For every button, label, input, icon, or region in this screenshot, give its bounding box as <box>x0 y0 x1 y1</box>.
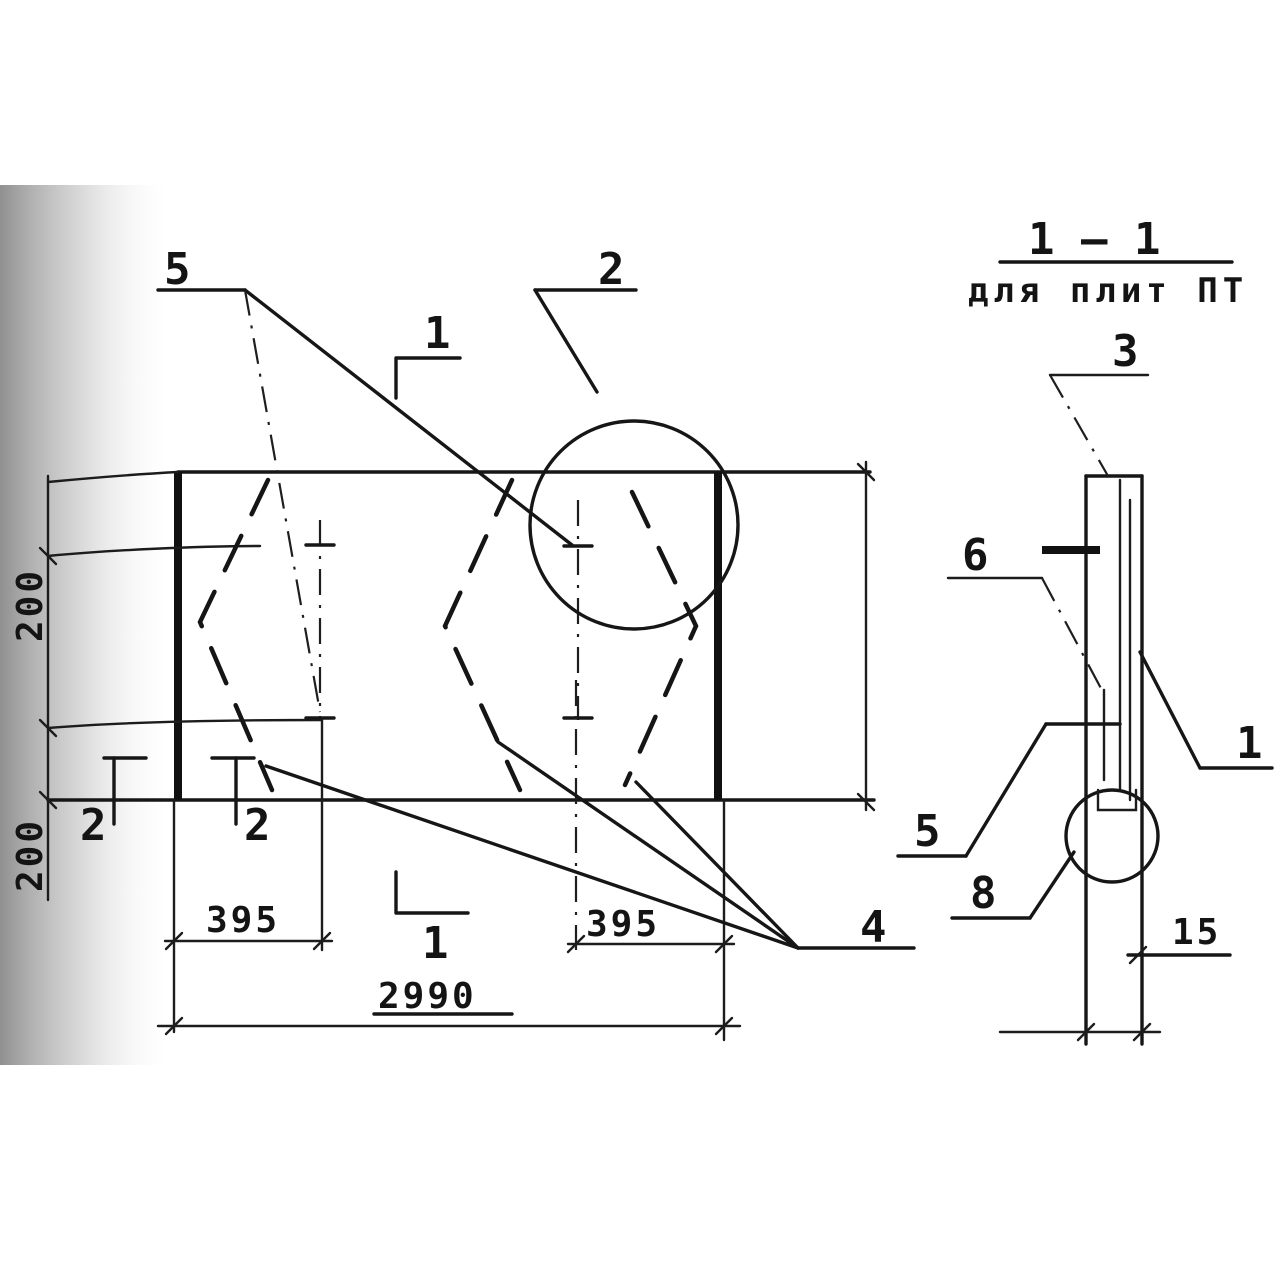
leader-5-a <box>243 288 574 547</box>
leader-6 <box>1041 577 1105 695</box>
dashed-loop-left <box>197 477 275 793</box>
dimension-label-2990: 2990 <box>378 976 477 1017</box>
leader-5-side <box>964 722 1048 858</box>
dimension-tick <box>714 1016 734 1036</box>
section-subtitle: для плит ПТ <box>968 271 1248 311</box>
height-dimension-tick <box>856 462 876 482</box>
callout-4: 4 <box>860 902 887 953</box>
section-cut-1-top <box>394 356 462 400</box>
callout-5-section: 5 <box>914 806 941 857</box>
section-cut-2-label-left: 2 <box>80 800 107 851</box>
callout-8: 8 <box>970 868 997 919</box>
section-hook <box>1096 788 1138 812</box>
dimension-tick <box>1132 1022 1152 1042</box>
height-dimension-tick <box>856 792 876 812</box>
dimension-label-15: 15 <box>1172 912 1221 953</box>
leader-1 <box>1138 650 1202 770</box>
section-cut-label-bottom: 1 <box>422 918 449 969</box>
leader-5-b <box>243 289 322 713</box>
dashed-loop-right <box>622 489 699 788</box>
dimension-tick <box>714 934 734 954</box>
leader-8 <box>1028 850 1076 920</box>
dimension-tick <box>164 1016 184 1036</box>
dimension-label-395-right: 395 <box>586 904 660 945</box>
dimension-label-200-bottom: 200 <box>10 818 51 892</box>
dimension-tick <box>566 934 586 954</box>
dimension-tick <box>1128 945 1148 965</box>
offset-tick <box>38 790 58 810</box>
section-cut-1-bottom <box>394 870 470 915</box>
section-view <box>896 260 1274 1046</box>
dimension-tick <box>164 931 184 951</box>
callout-6: 6 <box>962 530 989 581</box>
callout-5: 5 <box>164 244 191 295</box>
callout-2: 2 <box>598 244 625 295</box>
detail-circle-8 <box>1064 788 1160 884</box>
dashed-loop-center <box>442 477 523 793</box>
extension-line <box>46 718 324 730</box>
extension-line <box>46 470 180 484</box>
leader-2 <box>533 288 599 394</box>
leader-4-c <box>634 780 800 950</box>
dimension-tick <box>312 931 332 951</box>
leader-3 <box>1049 374 1109 477</box>
leader-4-b <box>496 740 800 950</box>
scan-shadow <box>0 185 175 1065</box>
callout-1: 1 <box>1236 718 1263 769</box>
section-title: 1 — 1 <box>1028 214 1160 265</box>
section-cut-label-top: 1 <box>424 308 451 359</box>
dimension-label-200-top: 200 <box>10 568 51 642</box>
dimension-label-395-left: 395 <box>206 900 280 941</box>
detail-circle-2 <box>528 419 740 631</box>
section-cut-2-label-right: 2 <box>244 800 271 851</box>
offset-tick <box>38 718 58 738</box>
offset-tick <box>38 546 58 566</box>
leader-4-a <box>264 764 800 950</box>
callout-3: 3 <box>1112 326 1139 377</box>
plan-view <box>38 288 916 1042</box>
dimension-tick <box>1076 1022 1096 1042</box>
